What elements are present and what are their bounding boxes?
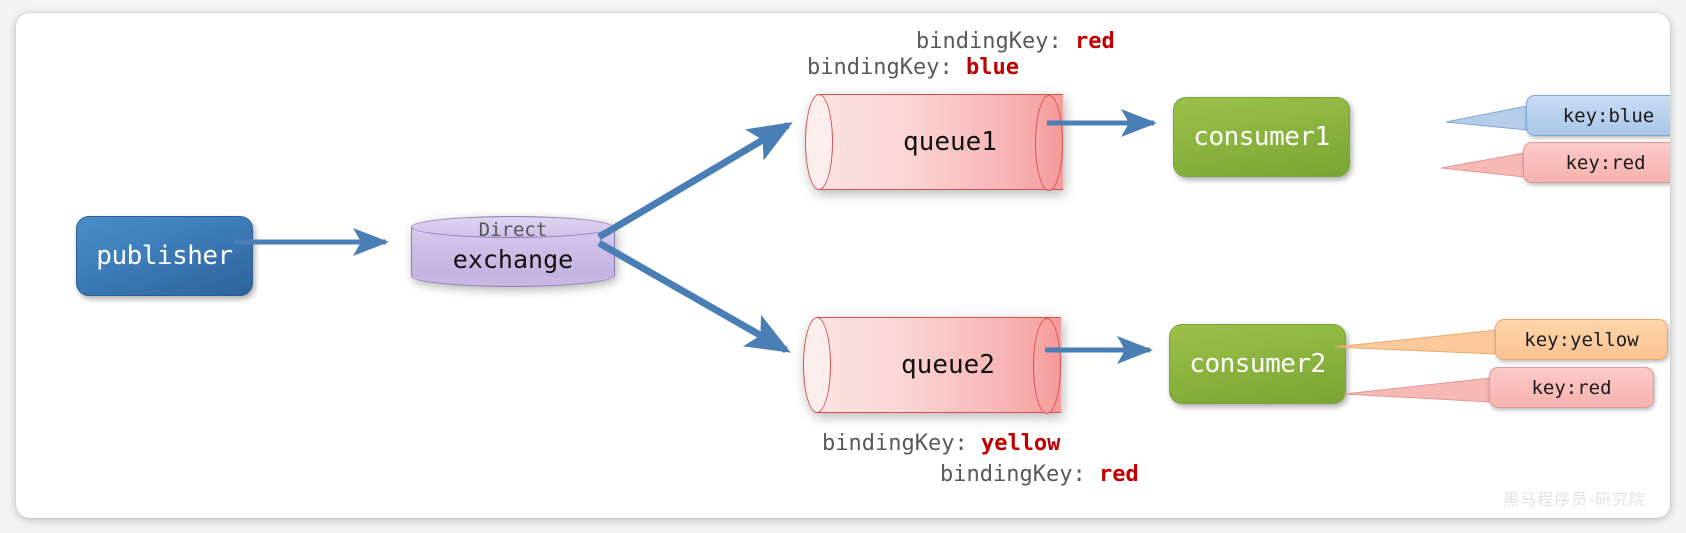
binding-key-prefix: bindingKey: <box>822 431 981 456</box>
bubble-label: key:red <box>1565 151 1646 174</box>
queue2-label: queue2 <box>901 350 995 380</box>
binding-key-prefix: bindingKey: <box>940 462 1099 487</box>
queue1-cylinder-right-cap <box>1035 95 1063 191</box>
bubble-label: key:blue <box>1562 104 1655 127</box>
binding-key-value: blue <box>965 55 1019 80</box>
binding-key-value: red <box>1074 29 1115 54</box>
node-exchange[interactable]: Direct exchange <box>411 216 615 288</box>
bubble-consumer1-red[interactable]: key:red <box>1523 142 1670 183</box>
node-queue2[interactable]: queue2 <box>803 317 1075 414</box>
bubble-consumer2-yellow[interactable]: key:yellow <box>1495 319 1668 360</box>
node-consumer2[interactable]: consumer2 <box>1169 324 1346 404</box>
node-publisher[interactable]: publisher <box>76 216 253 296</box>
queue2-cylinder-right-cap <box>1033 318 1061 414</box>
edge-exchange-queue1 <box>597 121 793 241</box>
binding-key-queue1-red: bindingKey: red <box>916 29 1115 54</box>
node-queue1[interactable]: queue1 <box>805 94 1077 191</box>
bubble-tail-consumer2-yellow <box>1334 329 1497 355</box>
queue2-cylinder-left-cap <box>803 317 831 413</box>
bubble-tail-consumer1-blue <box>1445 105 1528 131</box>
queue1-cylinder-left-cap <box>805 94 833 190</box>
edge-exchange-queue2 <box>597 239 791 354</box>
consumer1-label: consumer1 <box>1193 122 1330 152</box>
queue1-cylinder-body <box>819 94 1063 191</box>
binding-key-queue2-yellow: bindingKey: yellow <box>822 431 1060 456</box>
exchange-label: exchange <box>452 245 574 274</box>
binding-key-queue2-red: bindingKey: red <box>940 462 1139 487</box>
watermark: 黑马程序员-研究院 <box>1503 490 1646 509</box>
binding-key-queue1-blue: bindingKey: blue <box>807 55 1019 80</box>
binding-key-value: red <box>1098 462 1139 487</box>
bubble-consumer2-red[interactable]: key:red <box>1489 367 1654 408</box>
binding-key-value: yellow <box>980 431 1061 456</box>
bubble-label: key:yellow <box>1524 328 1639 351</box>
consumer2-label: consumer2 <box>1189 349 1326 379</box>
queue2-cylinder-body <box>817 317 1061 414</box>
publisher-label: publisher <box>96 241 233 271</box>
binding-key-prefix: bindingKey: <box>916 29 1075 54</box>
bubble-label: key:red <box>1531 376 1612 399</box>
bubble-consumer1-blue[interactable]: key:blue <box>1526 95 1670 136</box>
diagram-canvas: publisher Direct exchange queue1 queue2 … <box>16 13 1670 518</box>
binding-key-prefix: bindingKey: <box>807 55 966 80</box>
node-consumer1[interactable]: consumer1 <box>1173 97 1350 177</box>
queue1-label: queue1 <box>903 127 997 157</box>
bubble-tail-consumer2-red <box>1343 377 1491 403</box>
bubble-tail-consumer1-red <box>1440 152 1525 178</box>
exchange-type-label: Direct <box>478 219 548 241</box>
